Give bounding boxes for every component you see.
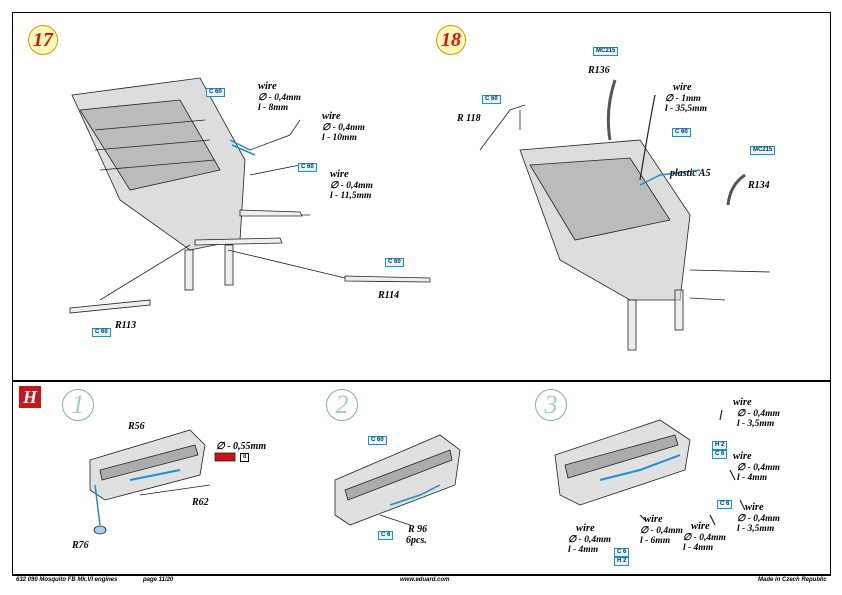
footer-page: page 11/20 [143, 577, 174, 583]
section-badge-h: H [19, 386, 41, 408]
head-drawing-h2 [334, 434, 461, 526]
wire-spec-h3-3: wire ∅ - 0,4mm l - 3,5mm [737, 502, 780, 534]
step-number-h1: 1 [62, 389, 94, 421]
paint-code-h2: H 2 [614, 557, 630, 566]
paint-code-h2: H 2 [712, 441, 728, 450]
wire-length: l - 8mm [258, 103, 289, 113]
paint-code-mc215: MC215 [750, 146, 776, 155]
engine-drawing-18 [519, 139, 691, 351]
paint-code-c6: C 6 [378, 531, 394, 540]
footer-divider [12, 574, 830, 575]
part-label-plastic-a5: plastic A5 [670, 168, 711, 179]
paint-code-c60: C 60 [672, 128, 691, 137]
paint-code-mc215: MC215 [593, 47, 619, 56]
paint-code-c60: C 60 [482, 95, 501, 104]
engine-drawing-17 [71, 77, 246, 291]
wire-length: l - 10mm [322, 133, 357, 143]
step-number-17: 17 [28, 25, 58, 55]
wire-spec-h3-4: wire ∅ - 0,4mm l - 6mm [640, 514, 683, 546]
paint-code-c60: C 60 [368, 436, 387, 445]
wire-spec-18: wire ∅ - 1mm l - 35,5mm [665, 82, 707, 114]
part-label-r62: R62 [192, 497, 209, 508]
wire-diameter: ∅ - 0,4mm [330, 180, 373, 191]
bottom-panel-frame [12, 380, 831, 576]
part-label-r134: R134 [748, 180, 770, 191]
part-label-r118: R 118 [457, 113, 481, 124]
paint-code-c60: C 60 [92, 328, 111, 337]
step-number-18: 18 [436, 25, 466, 55]
footer-origin: Made in Czech Republic [758, 577, 827, 583]
head-drawing-h1 [89, 429, 206, 501]
wire-spec-17b: wire ∅ - 0,4mm l - 10mm [322, 111, 365, 143]
paint-code-c6: C 6 [717, 500, 733, 509]
part-label-r136: R136 [588, 65, 610, 76]
step-number-h3: 3 [535, 389, 567, 421]
step-number-h2: 2 [326, 389, 358, 421]
wire-diameter-label: ∅ - 0,55mm [216, 441, 267, 452]
wire-spec-h3-1: wire ∅ - 0,4mm l - 3,5mm [733, 397, 780, 429]
part-chip: 8 [240, 453, 250, 462]
part-label-r96: R 96 [408, 524, 428, 535]
footer-website: www.eduard.com [400, 577, 450, 583]
part-label-r113: R113 [115, 320, 137, 331]
paint-code-c6: C 6 [712, 450, 728, 459]
paint-code-c60: C 60 [206, 88, 225, 97]
wire-title: wire [258, 81, 277, 92]
wire-spec-17c: wire ∅ - 0,4mm l - 11,5mm [330, 169, 373, 201]
wire-spec-h3-6: wire ∅ - 0,4mm l - 4mm [683, 521, 726, 553]
wire-diameter: ∅ - 0,4mm [258, 92, 301, 103]
wire-spec-17a: wire ∅ - 0,4mm l - 8mm [258, 81, 301, 114]
paint-code-c60: C 60 [298, 163, 317, 172]
wire-spec-h3-5: wire ∅ - 0,4mm l - 4mm [568, 523, 611, 555]
part-qty: 6pcs. [406, 535, 427, 546]
part-label-r76: R76 [72, 540, 89, 551]
paint-code-c6: C 6 [614, 548, 630, 557]
footer-product: 632 090 Mosquito FB Mk.VI engines [16, 577, 118, 583]
part-label-r56: R56 [128, 421, 145, 432]
part-label-r114: R114 [378, 290, 400, 301]
top-panel-frame [12, 12, 831, 382]
paint-code-c60: C 60 [385, 258, 404, 267]
wire-length: l - 11,5mm [330, 191, 372, 201]
wire-spec-h3-2: wire ∅ - 0,4mm l - 4mm [733, 451, 780, 483]
wire-diameter: ∅ - 0,4mm [322, 122, 365, 133]
wire-length: l - 35,5mm [665, 104, 707, 114]
wire-diameter: ∅ - 1mm [665, 93, 701, 104]
head-drawing-h3 [554, 419, 691, 506]
